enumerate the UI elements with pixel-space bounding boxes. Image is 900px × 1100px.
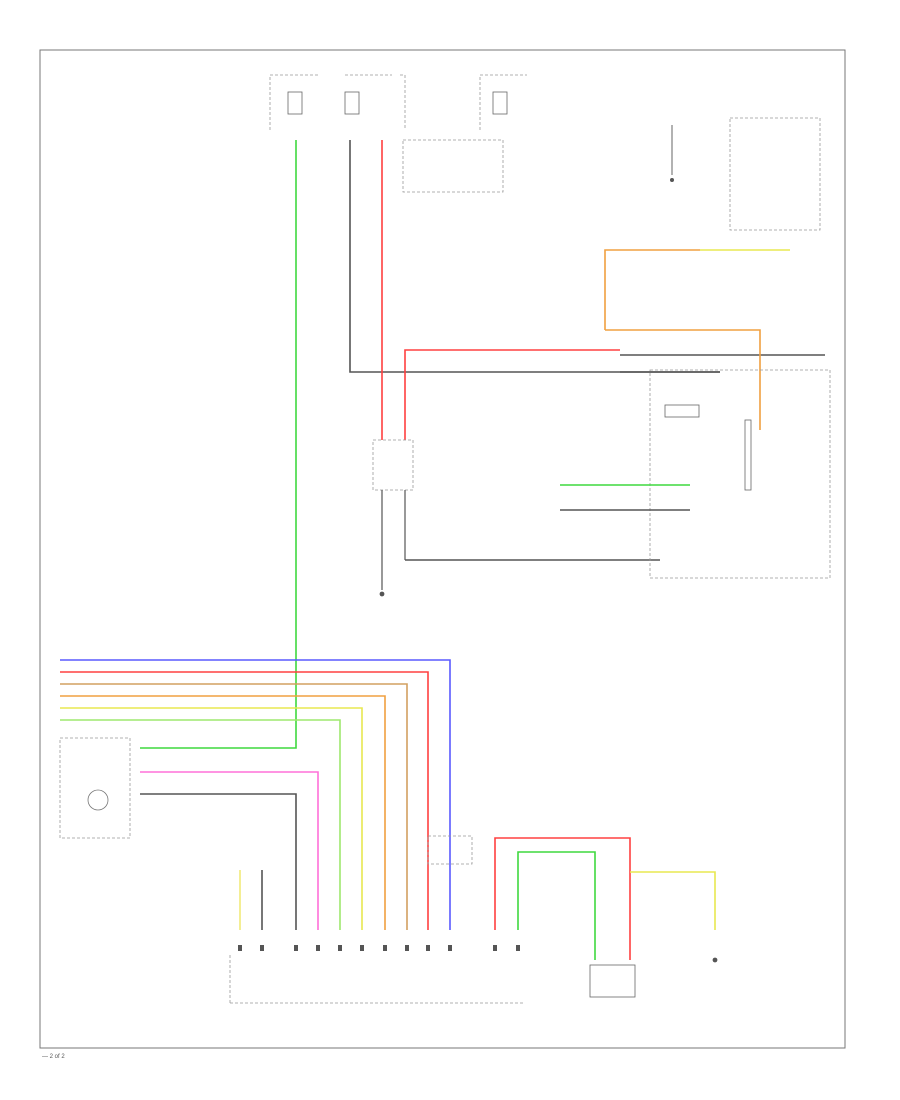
relay-box-top bbox=[402, 139, 504, 193]
fuse-block-top bbox=[269, 74, 527, 193]
wire-orange-low bbox=[605, 329, 761, 430]
wire-red-bundle bbox=[60, 671, 429, 930]
connector-bottom bbox=[229, 870, 525, 1004]
wire-orange-bundle bbox=[60, 695, 386, 930]
page-mark: — 2 of 2 bbox=[42, 1054, 65, 1060]
relay-icon bbox=[372, 439, 414, 597]
motor-icon bbox=[589, 964, 636, 998]
wire-red-bottom bbox=[494, 837, 631, 960]
connector-pins bbox=[238, 945, 520, 951]
wire-green-main bbox=[140, 140, 297, 749]
wire-red-branch bbox=[404, 349, 620, 440]
wire-black-sensor bbox=[140, 793, 297, 930]
wire-yellow bbox=[60, 707, 363, 930]
wire-blue bbox=[60, 659, 451, 930]
connector-top-right bbox=[670, 117, 821, 231]
wire-yellow-bottom bbox=[630, 871, 716, 930]
control-module-box bbox=[649, 369, 831, 579]
sensor-icon bbox=[59, 737, 131, 839]
wire-tan bbox=[60, 683, 408, 930]
wire-green-bottom bbox=[517, 851, 596, 960]
ground-icon bbox=[670, 178, 674, 182]
wire-orange bbox=[604, 249, 700, 330]
splice-box bbox=[427, 835, 473, 865]
ground-icon bbox=[712, 957, 718, 963]
ground-icon bbox=[379, 591, 385, 597]
diagram-border bbox=[39, 49, 846, 1049]
fuse-icon bbox=[287, 91, 508, 115]
wire-black-top bbox=[349, 140, 720, 373]
motor-icon bbox=[664, 404, 752, 491]
wire-pink bbox=[140, 771, 319, 930]
wire-lightgreen bbox=[60, 719, 341, 930]
harness-bundle-left bbox=[60, 659, 451, 930]
